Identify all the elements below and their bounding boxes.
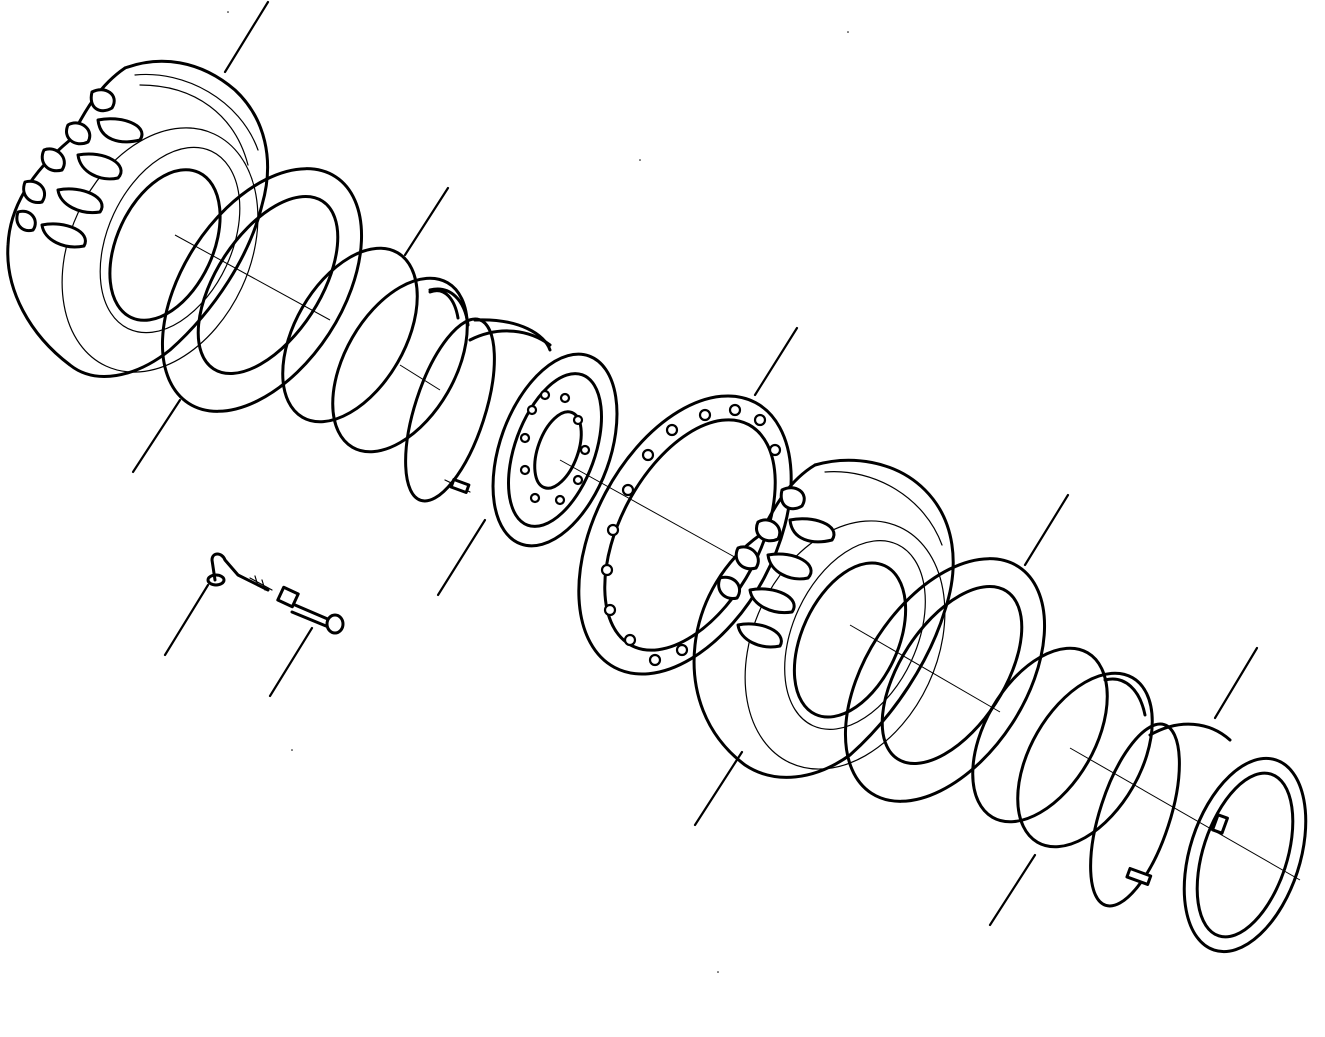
inner-wheel-disc[interactable] [469, 337, 641, 563]
outer-flap[interactable] [121, 133, 402, 447]
scan-dots [227, 11, 849, 973]
spacer-ring[interactable] [535, 360, 835, 709]
outer-lock-ring-leader [403, 186, 450, 257]
inner-lock-ring[interactable] [945, 625, 1180, 870]
valve-leader [163, 583, 210, 657]
inner-tyre-leader [693, 750, 744, 827]
outer-lock-ring[interactable] [255, 225, 495, 475]
inner-flap-leader [1023, 493, 1070, 567]
spacer-ring-leader [753, 326, 799, 397]
inner-rim[interactable] [1072, 714, 1325, 967]
outer-tyre-leader [223, 0, 270, 74]
inner-tyre[interactable] [692, 458, 983, 801]
inner-wheel-disc-leader [436, 518, 487, 597]
inner-lock-ring-leader [988, 853, 1037, 927]
inner-rim-leader [1213, 646, 1259, 720]
outer-rim-band[interactable] [387, 309, 552, 511]
outer-flap-leader [131, 398, 182, 474]
outer-tyre[interactable] [6, 59, 296, 404]
valve-extension[interactable] [276, 585, 345, 635]
valve-extension-leader [268, 626, 314, 698]
valve[interactable] [206, 552, 273, 592]
